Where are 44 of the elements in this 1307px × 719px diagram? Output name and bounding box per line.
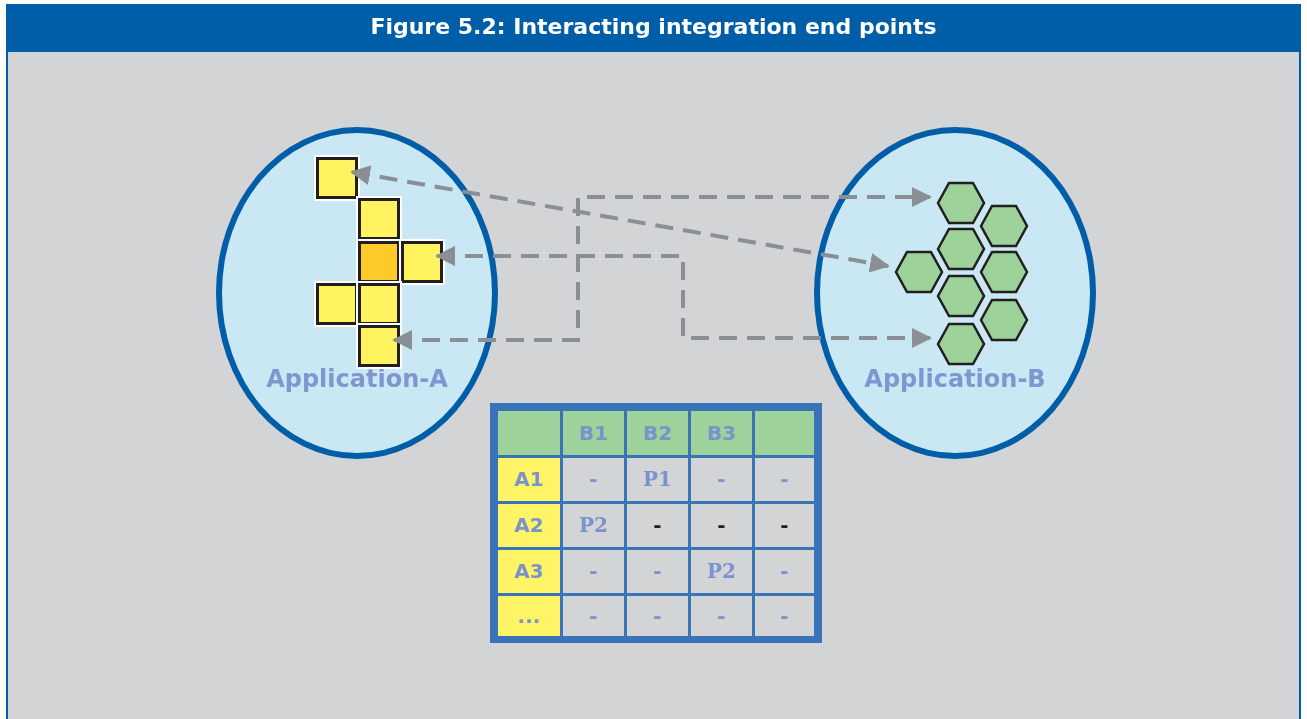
dashed-arrow: [435, 246, 932, 348]
dashed-arrow: [392, 187, 932, 350]
component-square: [316, 283, 358, 325]
column-header: B3: [691, 411, 752, 455]
component-hexagon: [936, 274, 986, 318]
table-value: -: [691, 504, 752, 547]
component-hexagon: [979, 250, 1029, 294]
component-hexagon: [936, 227, 986, 271]
table-value: -: [627, 550, 688, 593]
table-value: -: [627, 504, 688, 547]
component-square: [358, 241, 400, 283]
table-value: P2: [691, 550, 752, 593]
table-value: -: [691, 458, 752, 501]
component-hexagon: [979, 204, 1029, 248]
table-value: -: [755, 550, 814, 593]
component-hexagon: [936, 181, 986, 225]
table-value: -: [563, 596, 624, 636]
table-value: -: [755, 504, 814, 547]
component-square: [316, 157, 358, 199]
row-header: ...: [498, 596, 560, 636]
table-value: -: [563, 458, 624, 501]
table-value: -: [691, 596, 752, 636]
component-square: [358, 198, 400, 240]
table-value: P2: [563, 504, 624, 547]
table-value: -: [755, 458, 814, 501]
row-header: A3: [498, 550, 560, 593]
application-label: Application-A: [265, 365, 449, 393]
component-hexagon: [894, 250, 944, 294]
component-square: [358, 325, 400, 367]
table-value: -: [563, 550, 624, 593]
row-header: A1: [498, 458, 560, 501]
column-header: B2: [627, 411, 688, 455]
row-header: A2: [498, 504, 560, 547]
table-value: -: [627, 596, 688, 636]
component-hexagon: [979, 298, 1029, 342]
application-label: Application-B: [863, 365, 1047, 393]
component-hexagon: [936, 322, 986, 366]
dashed-arrow: [350, 165, 890, 273]
table-value: -: [755, 596, 814, 636]
figure-title: Figure 5.2: Interacting integration end points: [6, 4, 1301, 50]
component-square: [401, 241, 443, 283]
table-value: P1: [627, 458, 688, 501]
column-header: B1: [563, 411, 624, 455]
component-square: [358, 283, 400, 325]
